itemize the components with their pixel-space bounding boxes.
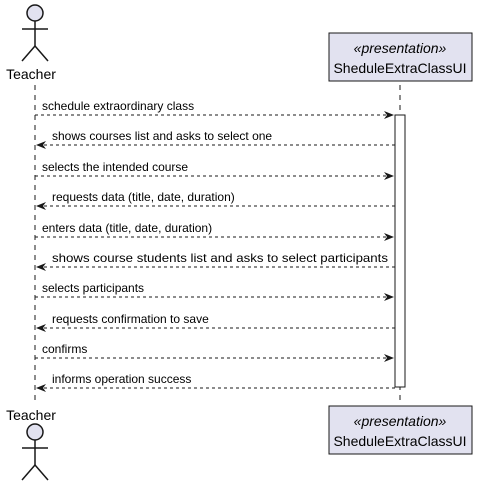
message: shows courses list and asks to select on… — [36, 129, 395, 149]
message-label: requests confirmation to save — [52, 312, 209, 326]
message: shows course students list and asks to s… — [36, 251, 395, 271]
teacher-actor-top: Teacher — [6, 4, 56, 82]
message: requests data (title, date, duration) — [36, 190, 395, 210]
participant-stereotype: «presentation» — [354, 413, 447, 429]
message-label: informs operation success — [52, 372, 191, 386]
participant-box-bottom: «presentation» SheduleExtraClassUI — [328, 405, 473, 455]
participant-stereotype: «presentation» — [354, 40, 447, 56]
message: requests confirmation to save — [36, 312, 395, 332]
activation-bar — [394, 114, 406, 388]
stick-figure-icon — [21, 4, 49, 62]
participant-label: SheduleExtraClassUI — [333, 60, 466, 76]
message-label: selects participants — [42, 281, 144, 295]
actor-label: Teacher — [6, 407, 56, 423]
message-label: confirms — [42, 342, 87, 356]
message-label: enters data (title, date, duration) — [42, 221, 212, 235]
message: selects participants — [35, 281, 394, 301]
message: schedule extraordinary class — [35, 99, 394, 119]
message-label: shows course students list and asks to s… — [52, 251, 388, 265]
message-label: requests data (title, date, duration) — [52, 190, 235, 204]
message-label: selects the intended course — [42, 160, 188, 174]
message: selects the intended course — [35, 160, 394, 180]
message-label: schedule extraordinary class — [42, 99, 194, 113]
actor-label: Teacher — [6, 66, 56, 82]
participant-label: SheduleExtraClassUI — [333, 433, 466, 449]
stick-figure-icon — [21, 423, 49, 481]
message-label: shows courses list and asks to select on… — [52, 129, 272, 143]
message: enters data (title, date, duration) — [35, 221, 394, 241]
participant-box-top: «presentation» SheduleExtraClassUI — [328, 32, 473, 82]
message: informs operation success — [36, 372, 395, 392]
message: confirms — [35, 342, 394, 362]
teacher-actor-bottom: Teacher — [6, 407, 56, 481]
